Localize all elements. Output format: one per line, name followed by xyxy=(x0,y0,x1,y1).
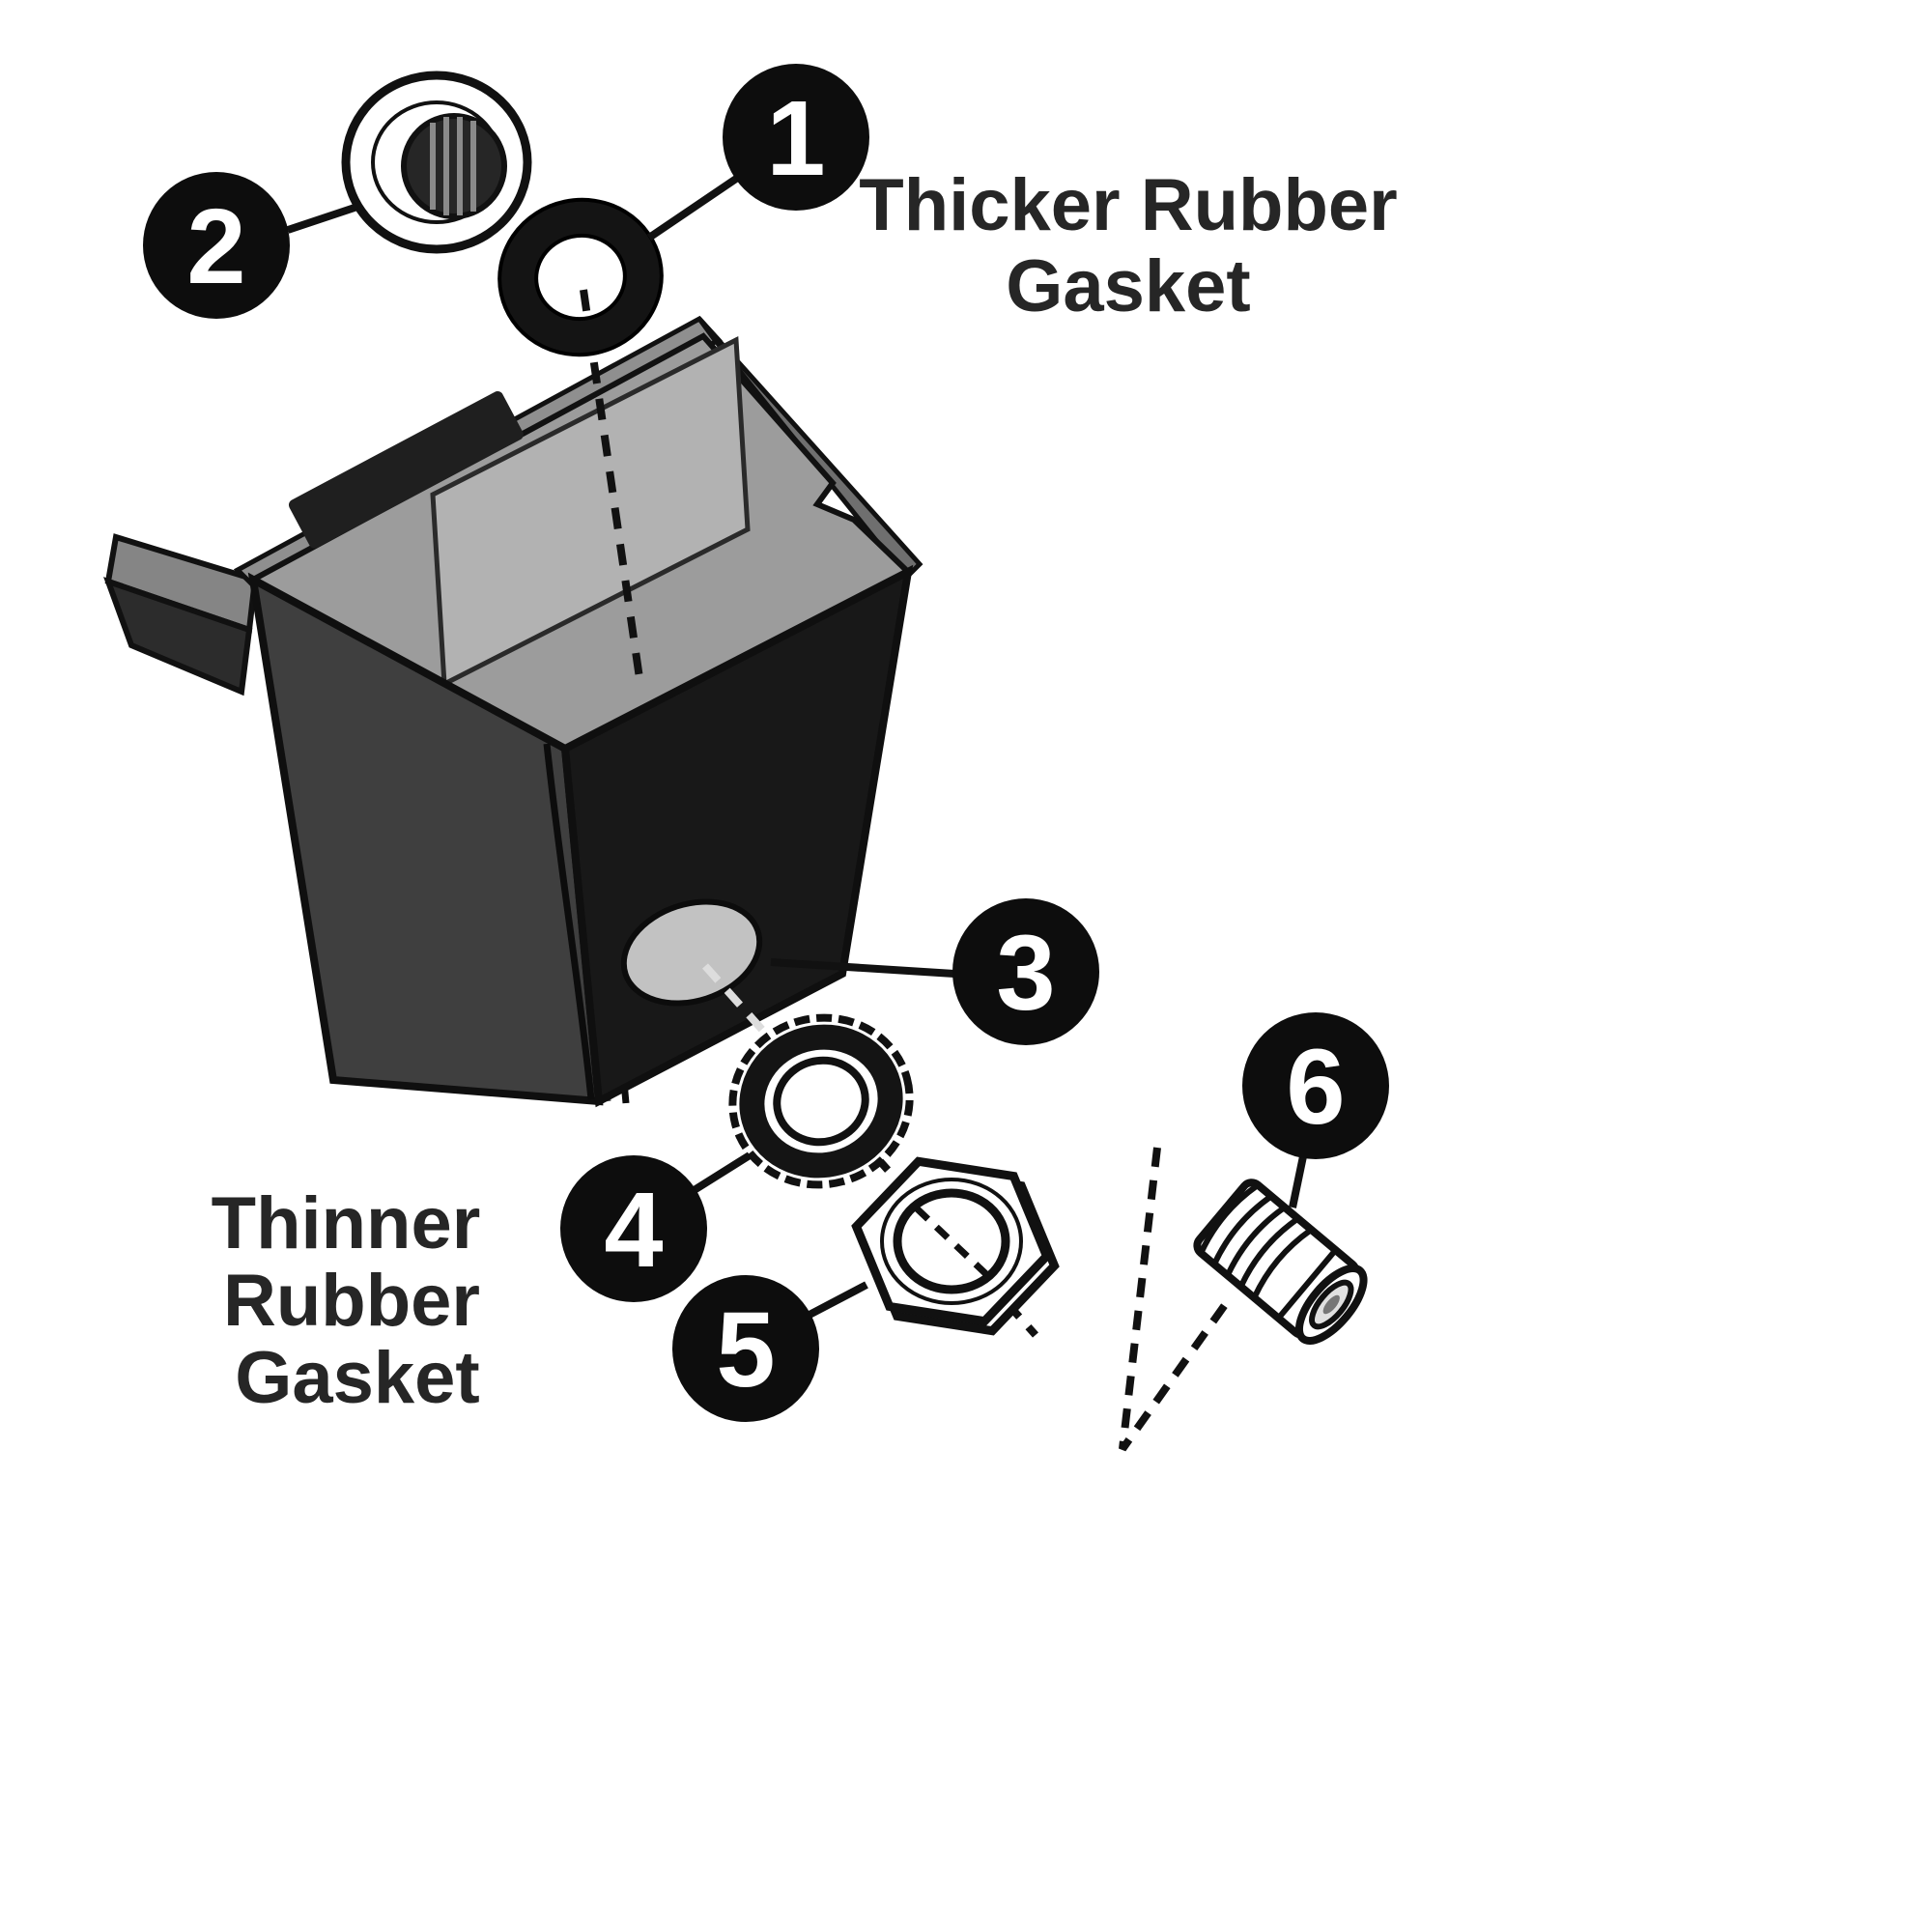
part-6-hose-fitting xyxy=(1193,1179,1368,1346)
dashed-axis-vertical xyxy=(580,289,643,679)
thicker-gasket-label: Thicker Rubber Gasket xyxy=(859,164,1397,327)
inner-partition xyxy=(430,336,751,688)
leader-line-4 xyxy=(690,1151,753,1195)
spout xyxy=(103,533,259,696)
thinner-gasket-label: Thinner Rubber Gasket xyxy=(212,1182,481,1419)
callout-1: 1 xyxy=(723,64,869,211)
container xyxy=(103,315,923,1108)
callout-4: 4 xyxy=(560,1155,707,1302)
callout-2: 2 xyxy=(143,172,290,319)
drain-hole xyxy=(620,898,763,1007)
thinner-gasket-label-line2: Rubber xyxy=(223,1260,480,1342)
leader-line-5 xyxy=(806,1281,868,1320)
callout-3: 3 xyxy=(952,898,1099,1045)
callout-6: 6 xyxy=(1242,1012,1389,1159)
callout-4-number: 4 xyxy=(604,1171,663,1290)
callout-1-number: 1 xyxy=(766,79,825,198)
dashed-axis-zigzag xyxy=(1119,1147,1231,1452)
embossed-label-bar xyxy=(288,391,524,549)
thinner-gasket-label-line1: Thinner xyxy=(212,1182,481,1264)
front-groove-left xyxy=(543,743,595,1100)
leader-line-6 xyxy=(1289,1155,1307,1208)
part-4-thin-gasket xyxy=(728,1013,914,1189)
callout-3-number: 3 xyxy=(996,914,1055,1033)
callout-5: 5 xyxy=(672,1275,819,1422)
part-2-cap-nut xyxy=(341,71,532,254)
callout-6-number: 6 xyxy=(1286,1028,1345,1147)
leader-line-3 xyxy=(770,958,955,978)
callout-5-number: 5 xyxy=(716,1291,775,1409)
leader-line-1 xyxy=(646,175,739,242)
thinner-gasket-label-line3: Gasket xyxy=(235,1337,480,1419)
thicker-gasket-label-line2: Gasket xyxy=(1006,245,1251,327)
leader-line-2 xyxy=(286,203,359,234)
callout-2-number: 2 xyxy=(186,187,245,306)
part-5-hex-nut xyxy=(851,1156,1060,1336)
thicker-gasket-label-line1: Thicker Rubber xyxy=(859,164,1397,246)
part-1-thick-gasket xyxy=(497,197,664,357)
